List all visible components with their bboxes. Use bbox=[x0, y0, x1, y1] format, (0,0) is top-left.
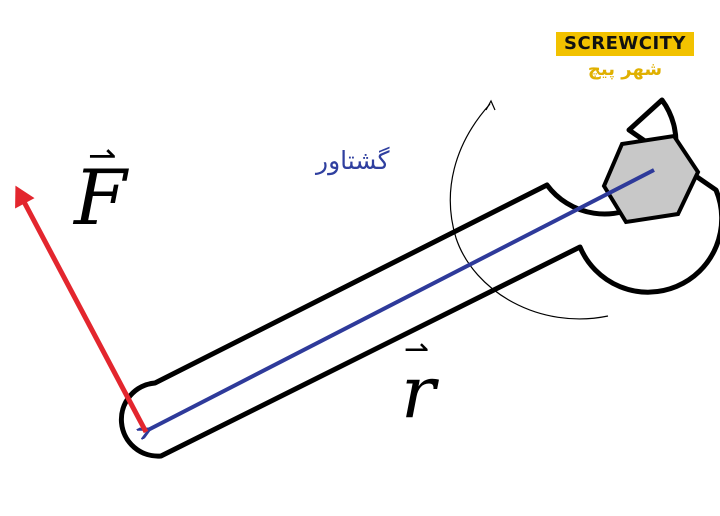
rotation-arrow-head-icon bbox=[485, 99, 496, 111]
logo-text-persian: شهر پیچ bbox=[587, 59, 663, 80]
screwcity-logo: SCREWCITY شهر پیچ bbox=[556, 32, 694, 82]
rotation-arrow-icon bbox=[449, 103, 609, 320]
logo-text-latin: SCREWCITY bbox=[556, 32, 694, 56]
force-vector bbox=[15, 185, 149, 434]
force-vector-arrow-icon: ⇀ bbox=[88, 136, 117, 176]
force-symbol: F bbox=[74, 153, 127, 242]
radius-vector-arrow-icon: ⇀ bbox=[404, 332, 430, 367]
torque-label: گشتاور bbox=[316, 146, 390, 175]
radius-vector bbox=[148, 168, 655, 430]
hex-nut-icon bbox=[601, 133, 701, 225]
radius-symbol: r bbox=[401, 350, 436, 434]
